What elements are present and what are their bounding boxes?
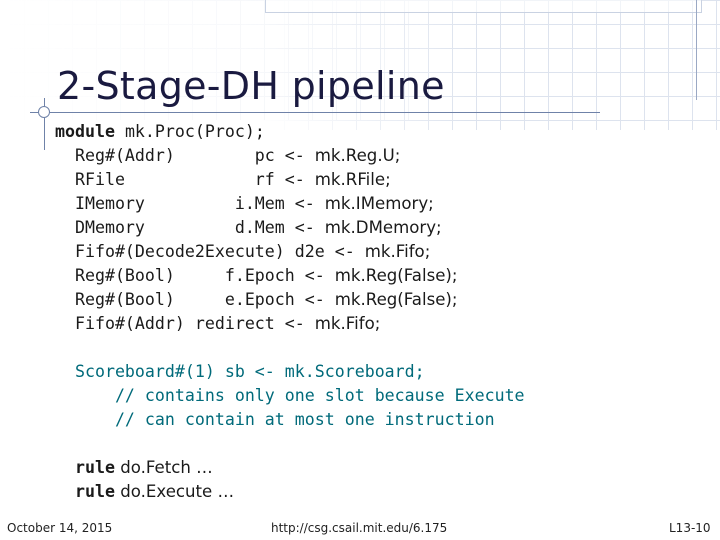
module-keyword: module (55, 122, 115, 141)
code-line-eepoch: Reg#(Bool) e.Epoch <- (55, 290, 335, 309)
header-decor-rect (265, 0, 702, 13)
code-line-fepoch: Reg#(Bool) f.Epoch <- (55, 266, 335, 285)
slide-title: 2-Stage-DH pipeline (57, 64, 445, 108)
code-comment-2: // can contain at most one instruction (55, 410, 495, 429)
module-declaration: mk.Proc(Proc); (114, 122, 265, 141)
background-grid (260, 0, 720, 130)
rule-keyword-execute: rule (74, 482, 115, 501)
code-line-scoreboard: Scoreboard#(1) sb <- mk.Scoreboard; (55, 362, 425, 381)
code-comment-1: // contains only one slot because Execut… (55, 386, 525, 405)
title-bullet-circle (38, 106, 50, 118)
rule-execute-name: do.Execute … (114, 482, 235, 501)
code-line-d2e: Fifo#(Decode2Execute) d2e <- (55, 242, 365, 261)
code-line-pc: Reg#(Addr) pc <- (55, 146, 315, 165)
header-decor-line (696, 0, 697, 100)
code-line-redirect: Fifo#(Addr) redirect <- (55, 314, 315, 333)
code-line-rf: RFile rf <- (55, 170, 315, 189)
title-underline (30, 112, 600, 113)
code-rhs-dmem: mk.DMemory; (324, 218, 442, 237)
footer-page-number: L13-10 (669, 521, 711, 535)
code-line-imem: IMemory i.Mem <- (55, 194, 325, 213)
code-rhs-d2e: mk.Fifo; (364, 242, 431, 261)
code-block: module mk.Proc(Proc); Reg#(Addr) pc <- m… (55, 120, 525, 504)
title-vertical-line (44, 98, 45, 150)
code-rhs-eepoch: mk.Reg(False); (334, 290, 458, 309)
code-rhs-rf: mk.RFile; (314, 170, 391, 189)
code-rhs-redirect: mk.Fifo; (314, 314, 381, 333)
code-line-dmem: DMemory d.Mem <- (55, 218, 325, 237)
rule-fetch-name: do.Fetch … (114, 458, 213, 477)
footer-date: October 14, 2015 (7, 521, 113, 535)
rule-keyword-fetch: rule (74, 458, 115, 477)
code-rhs-fepoch: mk.Reg(False); (334, 266, 458, 285)
footer-url[interactable]: http://csg.csail.mit.edu/6.175 (271, 521, 448, 535)
code-rhs-pc: mk.Reg.U; (314, 146, 401, 165)
code-rhs-imem: mk.IMemory; (324, 194, 434, 213)
